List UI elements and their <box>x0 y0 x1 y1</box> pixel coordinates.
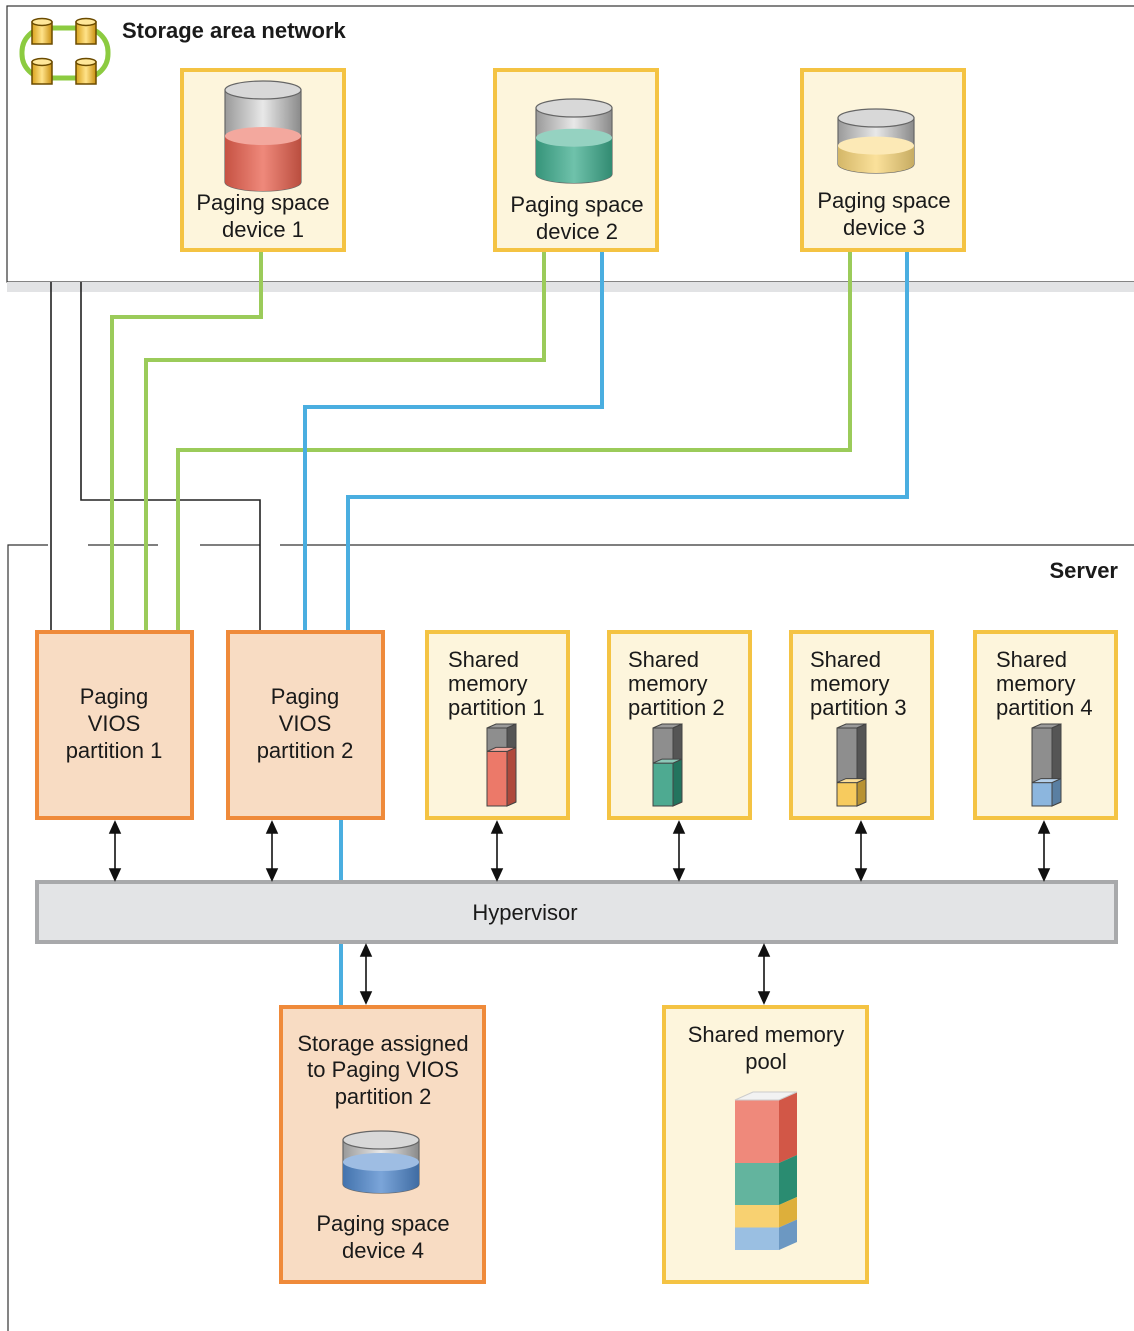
arrow-shared3-hypervisor <box>854 820 868 882</box>
paging-device-1-line1: Paging space <box>196 190 329 215</box>
pool-segment <box>735 1155 797 1205</box>
pool-segment <box>735 1197 797 1228</box>
storage-line2: to Paging VIOS <box>307 1057 459 1082</box>
paging-device-2-line2: device 2 <box>536 219 618 244</box>
shared-3-line2: memory <box>810 671 889 696</box>
vios-partition-1: Paging VIOS partition 1 <box>35 630 194 820</box>
paging-device-4-line1: Paging space <box>316 1211 449 1236</box>
shared-4-line3: partition 4 <box>996 695 1093 720</box>
disk-icon <box>342 1130 420 1194</box>
shared-1-line2: memory <box>448 671 527 696</box>
shared-1-line1: Shared <box>448 647 519 672</box>
pool-line1: Shared memory <box>688 1022 845 1047</box>
paging-device-2-line1: Paging space <box>510 192 643 217</box>
vios-partition-2: Paging VIOS partition 2 <box>226 630 385 820</box>
pool-segment <box>735 1219 797 1250</box>
pool-segment <box>735 1092 797 1163</box>
arrow-hypervisor-pool <box>757 943 771 1005</box>
paging-device-3-line1: Paging space <box>817 188 950 213</box>
shared-2-line3: partition 2 <box>628 695 725 720</box>
blue-link-device3 <box>346 250 909 632</box>
vios-2-line3: partition 2 <box>257 738 354 763</box>
blue-link-device2 <box>303 250 604 632</box>
vios-1-line2: VIOS <box>88 711 141 736</box>
memory-usage-bar <box>652 723 683 807</box>
shared-1-line3: partition 1 <box>448 695 545 720</box>
pool-stack <box>734 1091 798 1250</box>
san-cable-2 <box>80 282 261 632</box>
green-link-device1 <box>110 250 263 632</box>
server-region <box>7 544 1134 1331</box>
pool-top <box>734 1091 798 1101</box>
connections <box>50 250 909 1005</box>
san-title: Storage area network <box>122 18 347 43</box>
paging-device-1-line2: device 1 <box>222 217 304 242</box>
shared-2-line2: memory <box>628 671 707 696</box>
vios-2-line1: Paging <box>271 684 340 709</box>
disk-icon <box>837 108 915 174</box>
shared-partition-4: Shared memory partition 4 <box>973 630 1118 820</box>
shared-3-line1: Shared <box>810 647 881 672</box>
green-link-device2 <box>144 250 546 632</box>
shared-partition-3: Shared memory partition 3 <box>789 630 934 820</box>
storage-line1: Storage assigned <box>297 1031 468 1056</box>
shared-memory-pool: Shared memory pool <box>662 1005 869 1284</box>
memory-usage-bar <box>486 723 517 807</box>
arrow-shared1-hypervisor <box>490 820 504 882</box>
disk-icon <box>224 80 302 192</box>
hypervisor-bar: Hypervisor <box>35 880 1118 944</box>
paging-device-4-line2: device 4 <box>342 1238 424 1263</box>
arrow-vios1-hypervisor <box>108 820 122 882</box>
storage-vios2-box: Storage assigned to Paging VIOS partitio… <box>279 1005 486 1284</box>
hypervisor-label: Hypervisor <box>472 900 577 925</box>
arrow-vios2-hypervisor <box>265 820 279 882</box>
shared-4-line1: Shared <box>996 647 1067 672</box>
paging-device-1: Paging space device 1 <box>180 68 346 252</box>
server-title: Server <box>1049 558 1118 583</box>
shared-partition-2: Shared memory partition 2 <box>607 630 752 820</box>
memory-usage-bar <box>836 723 867 807</box>
vios-2-line2: VIOS <box>279 711 332 736</box>
disk-icon <box>535 98 613 184</box>
shared-2-line1: Shared <box>628 647 699 672</box>
paging-device-3-line2: device 3 <box>843 215 925 240</box>
arrow-shared2-hypervisor <box>672 820 686 882</box>
vios-1-line1: Paging <box>80 684 149 709</box>
green-link-device3 <box>176 250 852 632</box>
arrows <box>108 820 1051 1005</box>
arrow-hypervisor-storage <box>359 943 373 1005</box>
shared-partition-1: Shared memory partition 1 <box>425 630 570 820</box>
arrow-shared4-hypervisor <box>1037 820 1051 882</box>
shared-3-line3: partition 3 <box>810 695 907 720</box>
paging-device-2: Paging space device 2 <box>493 68 659 252</box>
paging-device-3: Paging space device 3 <box>800 68 966 252</box>
vios-1-line3: partition 1 <box>66 738 163 763</box>
pool-line2: pool <box>745 1049 787 1074</box>
storage-line3: partition 2 <box>335 1084 432 1109</box>
shared-4-line2: memory <box>996 671 1075 696</box>
memory-usage-bar <box>1031 723 1062 807</box>
san-network-icon <box>19 17 111 85</box>
